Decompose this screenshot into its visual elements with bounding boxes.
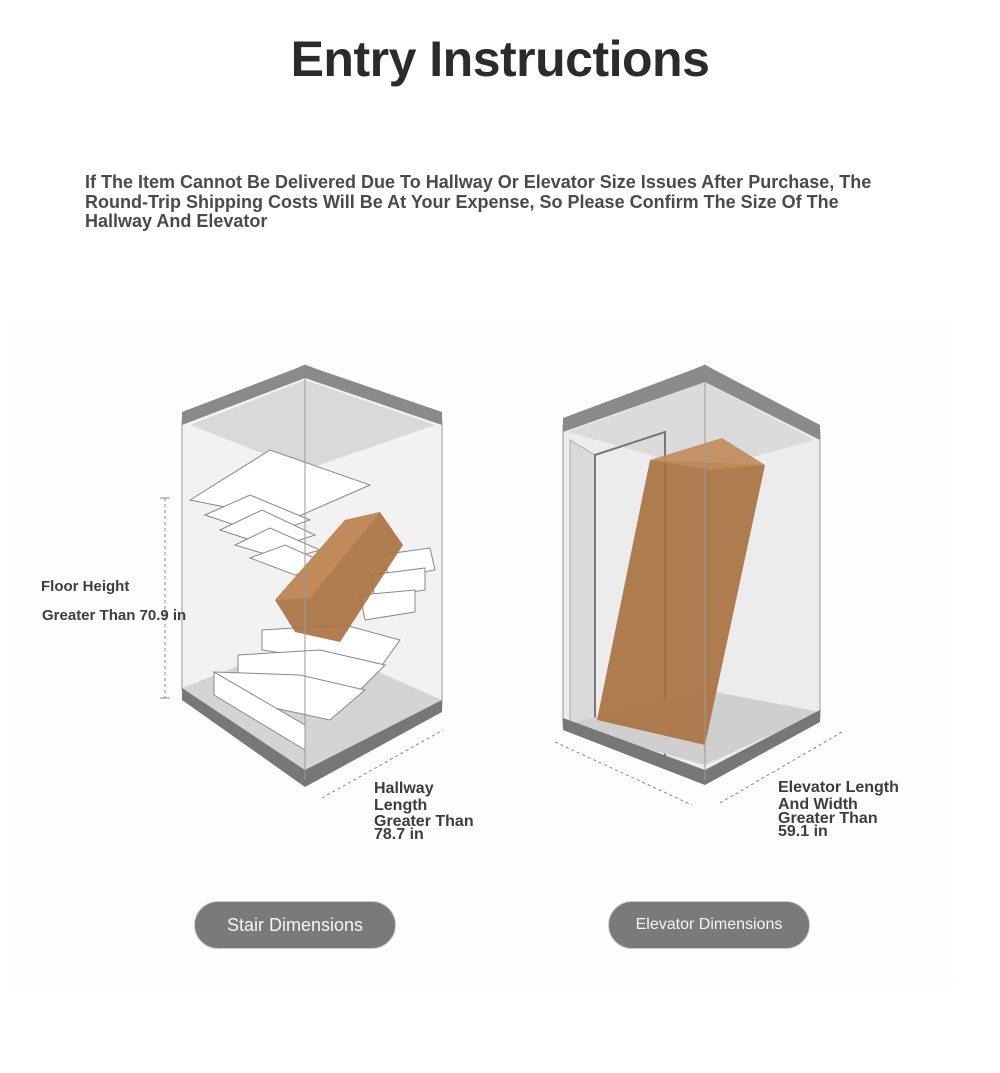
floor-height-value: Greater Than 70.9 in	[42, 607, 187, 624]
elevator-dimensions-button[interactable]: Elevator Dimensions	[608, 901, 810, 949]
floor-height-label: Floor Height	[41, 578, 130, 595]
stair-dimensions-button[interactable]: Stair Dimensions	[194, 901, 396, 949]
hallway-label-line1: Hallway	[374, 780, 434, 797]
hallway-label-line4: 78.7 in	[374, 826, 424, 843]
elevator-label-line1: Elevator Length	[778, 779, 899, 796]
hallway-label-line2: Length	[374, 797, 428, 814]
elevator-illustration	[554, 364, 843, 806]
elevator-label-line3: Greater Than	[778, 810, 878, 827]
elevator-label-line4: 59.1 in	[778, 823, 828, 840]
elevator-box-item	[597, 460, 765, 745]
delivery-notice: If The Item Cannot Be Delivered Due To H…	[85, 172, 872, 231]
hallway-label-line3: Greater Than	[374, 813, 474, 830]
stair-illustration	[160, 364, 444, 799]
page-title: Entry Instructions	[290, 31, 710, 87]
stair-box-item	[275, 512, 403, 642]
elevator-label-line2: And Width	[778, 796, 858, 813]
